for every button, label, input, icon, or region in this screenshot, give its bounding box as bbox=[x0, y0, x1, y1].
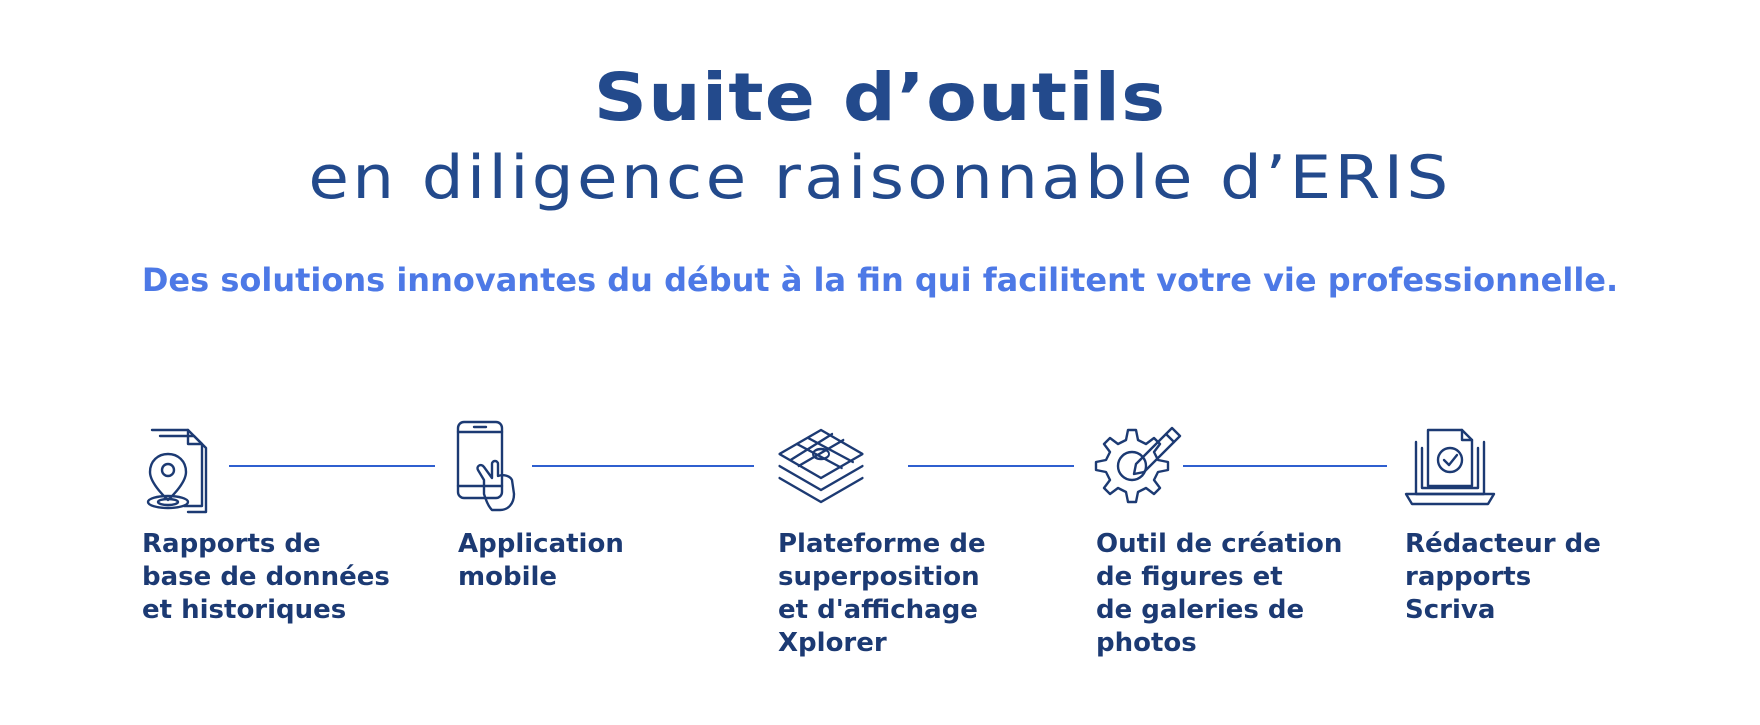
connector-line-2 bbox=[532, 465, 754, 467]
label-line: Rapports de bbox=[142, 529, 321, 559]
layered-map-icon bbox=[778, 428, 864, 504]
label-line: Application bbox=[458, 529, 624, 559]
step-label-scriva-report-writer: Rédacteur de rapports Scriva bbox=[1405, 528, 1601, 627]
step-label-database-reports: Rapports de base de données et historiqu… bbox=[142, 528, 390, 627]
label-line: rapports bbox=[1405, 562, 1532, 592]
label-line: Xplorer bbox=[778, 628, 887, 658]
laptop-document-check-icon bbox=[1404, 428, 1496, 506]
label-line: mobile bbox=[458, 562, 558, 592]
label-line: et d'affichage bbox=[778, 595, 978, 625]
mobile-phone-hand-icon bbox=[456, 420, 516, 512]
label-line: Outil de création bbox=[1096, 529, 1343, 559]
label-line: photos bbox=[1096, 628, 1197, 658]
label-line: base de données bbox=[142, 562, 390, 592]
step-label-xplorer-platform: Plateforme de superposition et d'afficha… bbox=[778, 528, 986, 660]
label-line: Scriva bbox=[1405, 595, 1496, 625]
connector-line-3 bbox=[908, 465, 1074, 467]
page-title-line-2: en diligence raisonnable d’ERIS bbox=[308, 143, 1452, 213]
gear-pencil-icon bbox=[1094, 426, 1182, 504]
label-line: superposition bbox=[778, 562, 980, 592]
label-line: de galeries de bbox=[1096, 595, 1305, 625]
label-line: et historiques bbox=[142, 595, 347, 625]
page-title-line-1: Suite d’outils bbox=[593, 59, 1167, 136]
connector-line-4 bbox=[1183, 465, 1387, 467]
label-line: de figures et bbox=[1096, 562, 1283, 592]
step-label-mobile-application: Application mobile bbox=[458, 528, 624, 594]
document-map-pin-icon bbox=[146, 428, 208, 514]
page-subtitle: Des solutions innovantes du début à la f… bbox=[141, 261, 1619, 299]
label-line: Rédacteur de bbox=[1405, 529, 1601, 559]
connector-line-1 bbox=[229, 465, 435, 467]
step-label-figure-gallery-tool: Outil de création de figures et de galer… bbox=[1096, 528, 1342, 660]
label-line: Plateforme de bbox=[778, 529, 986, 559]
